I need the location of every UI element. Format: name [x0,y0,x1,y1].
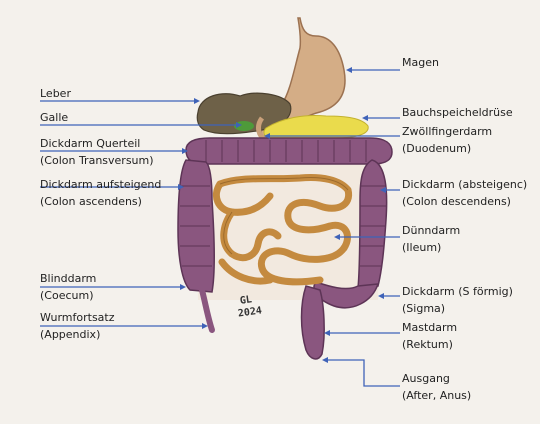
label-leber: Leber [40,87,71,100]
label-colon-ascendens: (Colon ascendens) [40,195,142,208]
label-wurmfortsatz: Wurmfortsatz [40,311,115,324]
artist-signature-name: GL [239,294,253,307]
leader-lines [40,69,400,387]
colon-transverse [185,137,393,165]
ascending-haustra [180,185,212,267]
label-duenndarm: Dünndarm [402,224,461,237]
label-ileum: (Ileum) [402,241,442,254]
appendix-shape [199,287,215,333]
label-dickdarm-aufsteigend: Dickdarm aufsteigend [40,178,162,191]
label-appendix: (Appendix) [40,328,101,341]
label-bauchspeicheldruese: Bauchspeicheldrüse [402,106,513,119]
label-magen: Magen [402,56,439,69]
colon-haustra [205,140,367,162]
label-sigma: (Sigma) [402,302,446,315]
leader-arrowheads [178,67,386,363]
label-colon-descendens: (Colon descendens) [402,195,511,208]
descending-haustra [360,185,386,267]
label-coecum: (Coecum) [40,289,94,302]
label-dickdarm-absteigend: Dickdarm (absteigenc) [402,178,528,191]
label-zwoelffingerdarm: Zwöllfingerdarm [402,125,493,138]
label-rektum: (Rektum) [402,338,453,351]
label-dickdarm-s: Dickdarm (S förmig) [402,285,513,298]
label-after-anus: (After, Anus) [402,389,472,402]
rectum-shape [300,285,325,360]
label-dickdarm-querteil: Dickdarm Querteil [40,137,141,150]
label-colon-transversum: (Colon Transversum) [40,154,154,167]
small-intestine-outline [219,177,349,255]
label-galle: Galle [40,111,69,124]
abdomen-background [196,158,382,300]
label-ausgang: Ausgang [402,372,450,385]
label-duodenum: (Duodenum) [402,142,472,155]
label-mastdarm: Mastdarm [402,321,458,334]
label-blinddarm: Blinddarm [40,272,97,285]
